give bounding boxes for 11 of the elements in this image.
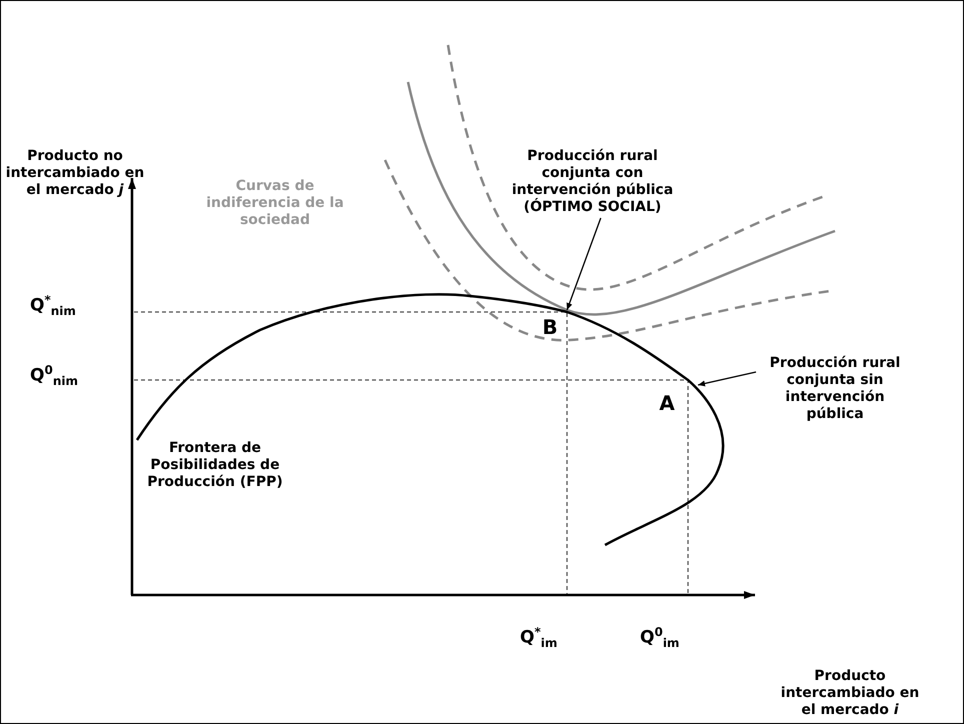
curve-label: Curvas de indiferencia de la sociedad	[205, 178, 345, 229]
leader-line	[698, 371, 756, 386]
annotation-text: Producción rural conjunta con intervención pública (ÓPTIMO SOCIAL)	[510, 148, 675, 216]
point-label: B	[541, 316, 559, 338]
axis-title: Producto no intercambiado en el mercado j	[5, 148, 145, 199]
production-frontier-curve	[136, 293, 724, 546]
point-label: A	[658, 392, 676, 414]
annotation-text: Producción rural conjunta sin intervención pública	[760, 355, 910, 423]
leader-line	[566, 218, 602, 310]
curve-label: Frontera de Posibilidades de Producción (FPP)	[146, 440, 284, 491]
axis-title: Producto intercambiado en el mercado i	[780, 668, 920, 719]
